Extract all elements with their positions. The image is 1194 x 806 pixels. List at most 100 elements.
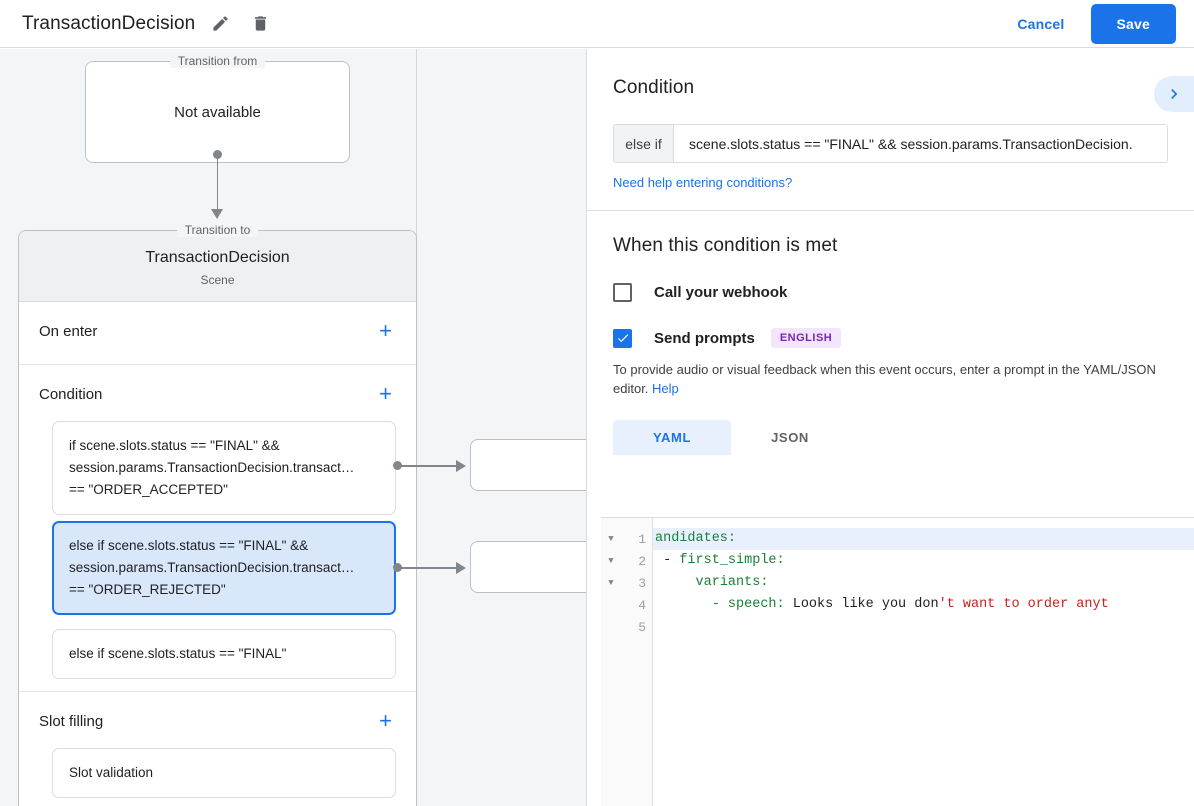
scene-type: Scene: [200, 273, 235, 287]
transition-to-legend: Transition to: [176, 223, 259, 237]
fold-arrow-icon[interactable]: ▼: [608, 556, 614, 566]
condition-help-link[interactable]: Need help entering conditions?: [613, 175, 793, 190]
top-toolbar: TransactionDecision Cancel Save: [0, 0, 1194, 48]
when-condition-met-section: When this condition is met Call your web…: [587, 235, 1194, 455]
code-line: - first_simple:: [653, 550, 1194, 572]
code-token: :: [727, 531, 737, 546]
code-token: [655, 575, 696, 590]
condition-prefix-label: else if: [614, 125, 674, 162]
panel-divider: [587, 210, 1194, 211]
line-number: 1: [638, 531, 646, 547]
call-webhook-checkbox[interactable]: [613, 283, 632, 302]
condition-header: Condition: [613, 49, 1168, 99]
code-token: Looks like you don: [792, 597, 939, 612]
slot-validation-chip[interactable]: Slot validation: [52, 748, 396, 798]
section-label-on-enter: On enter: [39, 322, 98, 340]
editor-format-tabs: YAML JSON: [613, 420, 1168, 455]
code-token: :: [760, 575, 769, 590]
section-header-on-enter: On enter +: [19, 302, 416, 352]
pencil-icon[interactable]: [205, 9, 235, 39]
yaml-editor[interactable]: ▼ 1 ▼ 2 ▼ 3 4 5: [601, 517, 1194, 806]
code-line: variants:: [653, 572, 1194, 594]
connector-arrowhead-down: [211, 209, 223, 219]
prompts-help-link[interactable]: Help: [652, 381, 679, 396]
add-slot-filling-button[interactable]: +: [373, 708, 398, 734]
code-token: speech: [727, 597, 777, 612]
save-button[interactable]: Save: [1090, 3, 1176, 44]
code-token: 't want to order anyt: [938, 597, 1109, 612]
transition-from-legend: Transition from: [169, 54, 266, 68]
connector-dot-condition-2: [393, 563, 402, 572]
condition-chip-line: session.params.TransactionDecision.trans…: [69, 460, 355, 475]
tab-yaml[interactable]: YAML: [613, 420, 731, 455]
connector-arrowhead-condition-1: [456, 460, 466, 472]
prompts-help-sentence: To provide audio or visual feedback when…: [613, 362, 1156, 396]
condition-chip-2[interactable]: else if scene.slots.status == "FINAL" &&…: [52, 521, 396, 615]
gutter-line: 5: [601, 616, 652, 638]
connector-line-condition-1: [400, 465, 460, 467]
connector-arrowhead-condition-2: [456, 562, 466, 574]
code-token: :: [776, 553, 785, 568]
condition-chip-line: session.params.TransactionDecision.trans…: [69, 560, 355, 575]
chevron-right-icon[interactable]: [1154, 76, 1194, 112]
add-condition-button[interactable]: +: [373, 381, 398, 407]
editor-code-area[interactable]: andidates: - first_simple: variants: - s…: [653, 518, 1194, 806]
transition-from-node[interactable]: Transition from Not available: [85, 54, 350, 163]
section-on-enter: On enter +: [19, 302, 416, 365]
code-line: andidates:: [653, 528, 1194, 550]
section-header-slot-filling: Slot filling +: [19, 692, 416, 742]
connector-line-condition-2: [400, 567, 460, 569]
scene-name: TransactionDecision: [145, 249, 290, 266]
scene-header[interactable]: TransactionDecision Scene: [19, 231, 416, 302]
panel-condition-title: Condition: [613, 77, 695, 98]
send-prompts-label: Send prompts: [654, 329, 755, 347]
send-prompts-row[interactable]: Send prompts ENGLISH: [613, 328, 1168, 348]
condition-chip-1[interactable]: if scene.slots.status == "FINAL" && sess…: [52, 421, 396, 515]
editor-gutter: ▼ 1 ▼ 2 ▼ 3 4 5: [601, 518, 653, 806]
condition-target-node-1[interactable]: [470, 439, 586, 491]
call-webhook-label: Call your webhook: [654, 284, 788, 301]
code-token: first_simple: [679, 553, 777, 568]
gutter-line: 4: [601, 594, 652, 616]
section-slot-filling: Slot filling + Slot validation: [19, 692, 416, 806]
fold-arrow-icon[interactable]: ▼: [608, 578, 614, 588]
section-header-condition: Condition +: [19, 365, 416, 415]
section-label-condition: Condition: [39, 385, 103, 403]
gutter-line: ▼ 3: [601, 572, 652, 594]
condition-chip-3[interactable]: else if scene.slots.status == "FINAL": [52, 629, 396, 679]
connector-line-vertical: [216, 154, 218, 212]
add-on-enter-button[interactable]: +: [373, 318, 398, 344]
condition-expression-input[interactable]: [674, 125, 1167, 162]
condition-chip-line: else if scene.slots.status == "FINAL": [69, 646, 287, 661]
line-number: 3: [638, 575, 646, 591]
line-number: 5: [638, 619, 646, 635]
cancel-button[interactable]: Cancel: [1003, 7, 1078, 41]
language-badge: ENGLISH: [770, 328, 842, 348]
gutter-line: ▼ 1: [601, 528, 652, 550]
code-line: [653, 616, 1194, 638]
webhook-row[interactable]: Call your webhook: [613, 283, 1168, 302]
when-condition-title: When this condition is met: [613, 235, 838, 256]
code-token: :: [776, 597, 793, 612]
trash-icon[interactable]: [245, 9, 275, 39]
code-token: -: [655, 597, 728, 612]
prompts-help-text: To provide audio or visual feedback when…: [613, 360, 1168, 398]
send-prompts-checkbox[interactable]: [613, 328, 632, 348]
condition-chip-line: == "ORDER_ACCEPTED": [69, 482, 228, 497]
line-number: 2: [638, 553, 646, 569]
fold-arrow-icon[interactable]: ▼: [608, 534, 614, 544]
transition-to-scene-card: Transition to TransactionDecision Scene …: [18, 223, 417, 806]
tab-json[interactable]: JSON: [731, 420, 849, 455]
line-number: 4: [638, 597, 646, 613]
code-token: -: [655, 553, 680, 568]
code-token: variants: [695, 575, 761, 590]
gutter-line: ▼ 2: [601, 550, 652, 572]
section-label-slot-filling: Slot filling: [39, 712, 104, 730]
condition-chip-line: else if scene.slots.status == "FINAL" &&: [69, 538, 309, 553]
condition-input-row: else if: [613, 124, 1168, 163]
page-title: TransactionDecision: [22, 12, 196, 34]
condition-target-node-2[interactable]: [470, 541, 586, 593]
condition-detail-panel: Condition else if Need help entering con…: [586, 49, 1194, 806]
condition-section: Condition else if Need help entering con…: [587, 49, 1194, 211]
